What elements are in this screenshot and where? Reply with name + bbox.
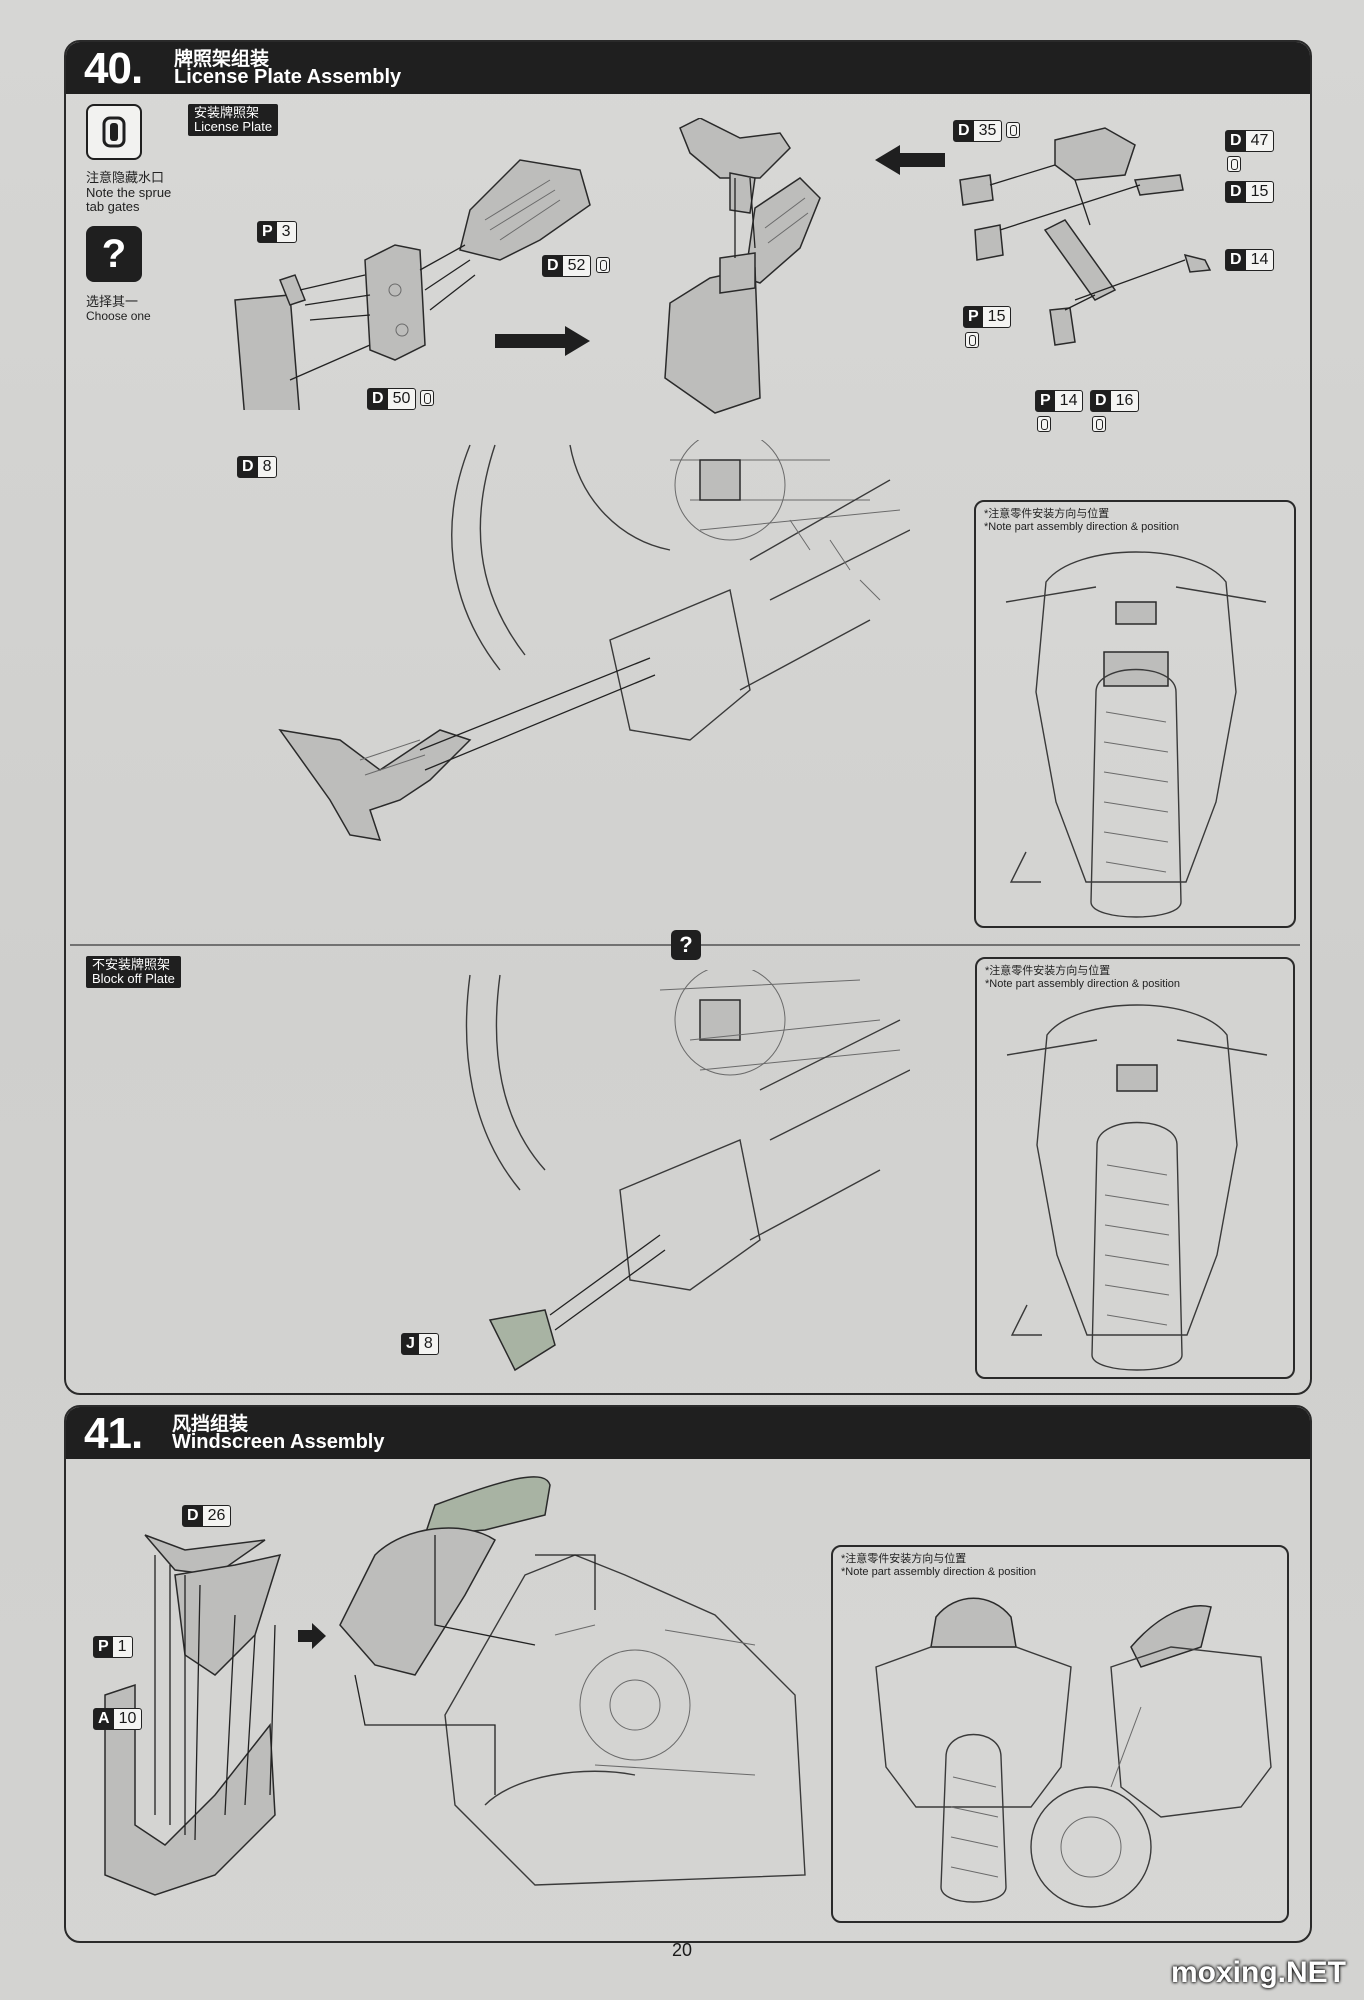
rear-motorcycle-license-drawing [278,440,910,841]
question-glyph: ? [679,932,693,957]
choose-one-en: Choose one [86,309,151,323]
page-number: 20 [671,1940,693,1960]
note-en: *Note part assembly direction & position [984,521,1180,533]
arrow-right-icon [495,326,590,356]
option-block-off-plate-label: 不安装牌照架 Block off Plate [86,956,181,988]
gate-icon [1227,156,1241,172]
motorcycle-front-side-view-drawing [875,1597,1272,1908]
option-b-cn: 不安装牌照架 [92,957,171,972]
choose-one-cn: 选择其一 [86,294,139,309]
question-glyph: ? [101,232,127,276]
gate-icon [1006,122,1020,138]
step-title-cn: 牌照架组装 [174,49,270,70]
sprue-note-en-2: tab gates [86,199,140,214]
step-40-header: 40. 牌照架组装 License Plate Assembly [66,42,1310,94]
arrow-right-icon [298,1623,326,1649]
step-number: 40. [84,44,143,93]
windscreen-fairing-drawing [339,1476,806,1886]
option-a-cn: 安装牌照架 [194,105,260,120]
sprue-note-en-1: Note the sprue [86,185,172,200]
watermark: moxing.NET [1170,1956,1346,1989]
gate-icon [1092,416,1106,432]
step-title-cn: 风挡组装 [172,1414,249,1435]
gate-icon [420,390,434,406]
sprue-gate-glyph [102,116,126,148]
note-cn: *注意零件安装方向与位置 [985,965,1111,977]
reflector-parts-drawing [959,127,1212,346]
gate-icon [596,257,610,273]
option-b-en: Block off Plate [92,971,175,986]
note-panel-plate: *注意零件安装方向与位置 *Note part assembly directi… [974,500,1296,928]
step-40-panel: 40. 牌照架组装 License Plate Assembly [64,40,1312,1395]
license-plate-assembled-drawing [664,118,821,414]
step-41-panel: 41. 风挡组装 Windscreen Assembly [64,1405,1312,1943]
note-cn: *注意零件安装方向与位置 [984,508,1110,520]
gate-icon [965,332,979,348]
rear-motorcycle-blockoff-drawing [465,970,910,1372]
step-41-header: 41. 风挡组装 Windscreen Assembly [66,1407,1310,1459]
note-panel-windscreen: *注意零件安装方向与位置 *Note part assembly directi… [831,1545,1289,1923]
option-a-en: License Plate [194,119,273,134]
arrow-left-icon [875,145,945,175]
note-en: *Note part assembly direction & position [985,978,1181,990]
step-title-en: License Plate Assembly [174,66,402,88]
license-plate-bracket-drawing [234,159,591,410]
motorcycle-rear-view-drawing [1006,1004,1268,1371]
option-license-plate-label: 安装牌照架 License Plate [188,104,279,136]
gate-icon [1037,416,1051,432]
step-number: 41. [84,1409,143,1458]
sprue-note-cn: 注意隐藏水口 [86,170,165,185]
note-cn: *注意零件安装方向与位置 [841,1553,967,1565]
windscreen-exploded-drawing [104,1534,282,1896]
step-title-en: Windscreen Assembly [172,1431,385,1453]
question-icon: ? [86,226,142,282]
sprue-gate-icon [86,104,142,160]
note-panel-blockoff: *注意零件安装方向与位置 *Note part assembly directi… [975,957,1295,1379]
note-en: *Note part assembly direction & position [841,1566,1037,1578]
question-icon: ? [671,930,701,960]
motorcycle-rear-view-drawing [1005,551,1267,918]
